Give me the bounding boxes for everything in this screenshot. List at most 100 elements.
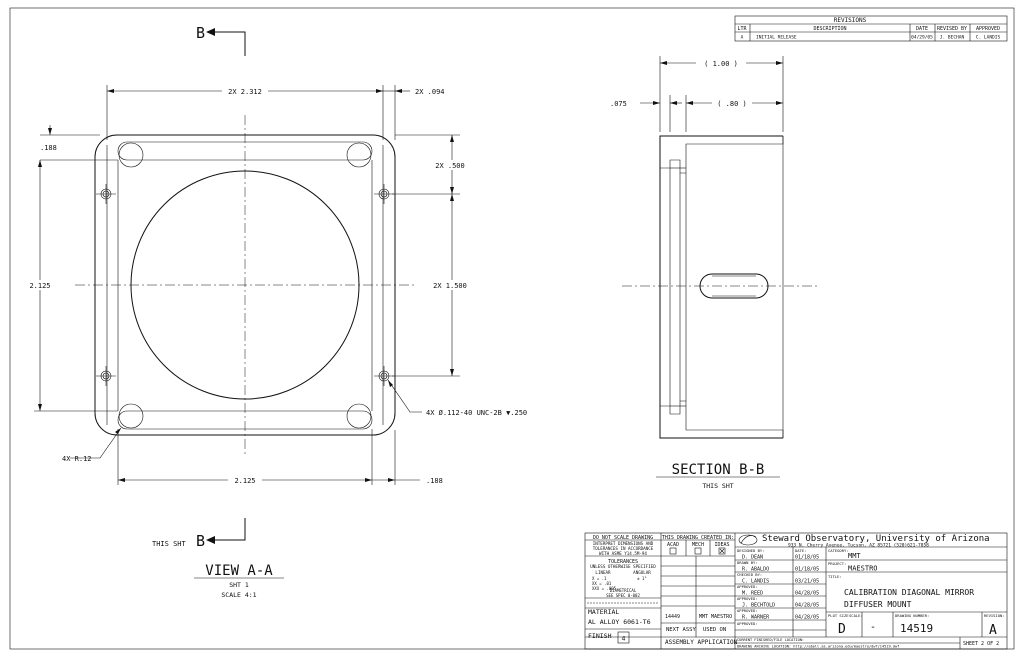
section-marker-bottom-prefix: THIS SHT	[152, 540, 187, 548]
signoff-approved-1-name: M. REED	[742, 591, 763, 597]
section-marker-bottom: THIS SHT B	[152, 518, 246, 550]
note-tol-xxx: XXX = .005	[592, 586, 617, 591]
note-interpret-3: WITH ASME Y14.5M-94	[599, 551, 647, 556]
view-a-a-title: VIEW A-A	[205, 563, 273, 579]
radius-callout: 4X R.12	[62, 455, 92, 463]
bottom-hatched-section	[659, 400, 784, 439]
section-marker-top-letter: B	[196, 24, 205, 42]
dim-lip-094: 2X .094	[415, 88, 445, 96]
material-label: MATERIAL	[588, 608, 619, 616]
assembly-application-label: ASSEMBLY APPLICATION	[665, 639, 738, 646]
finish-label: FINISH	[588, 632, 612, 640]
rev-row-date: 04/29/05	[911, 35, 933, 41]
signoff-approved-2-date: 04/28/05	[795, 603, 819, 609]
created-in-label: THIS DRAWING CREATED IN:	[662, 535, 734, 541]
revision-value: A	[989, 623, 997, 638]
note-interpret-1: INTERPRET DIMENSIONS AND	[593, 541, 654, 546]
category-label: CATEGORY:	[828, 548, 849, 553]
plot-size-value: D	[838, 622, 846, 637]
archive-location: DRAWING ARCHIVE LOCATION: http://abell.a…	[737, 645, 899, 649]
revision-label: REVISION:	[984, 613, 1005, 618]
drawing-number-value: 14519	[900, 622, 933, 635]
finish-value: 4	[622, 635, 626, 643]
section-marker-bottom-letter: B	[196, 532, 205, 550]
revisions-title: REVISIONS	[834, 17, 867, 24]
current-location-label: CURRENT FINISHED/FILE LOCATION:	[737, 638, 804, 642]
category-value: MMT	[848, 552, 861, 560]
signoff-approved-2-name: J. BECHTOLD	[742, 603, 775, 609]
title-block: DO NOT SCALE DRAWING INTERPRET DIMENSION…	[584, 532, 1008, 650]
signoff-approved-3-date: 04/28/05	[795, 615, 819, 621]
project-value: MAESTRO	[848, 565, 878, 573]
rev-header-description: DESCRIPTION	[813, 26, 846, 32]
sheet-border	[9, 7, 1015, 650]
signoff-approved-1-date: 04/28/05	[795, 591, 819, 597]
dim-lip-075: .075	[610, 100, 627, 108]
rev-header-date: DATE	[916, 26, 928, 32]
dim-inner-080: ( .80 )	[717, 100, 747, 108]
dim-hole-500: 2X .500	[435, 162, 465, 170]
note-diametrical: DIAMETRICAL	[610, 588, 637, 593]
rev-header-approved: APPROVED	[976, 26, 1000, 32]
signoff-drawn-name: R. ABALDO	[742, 567, 769, 573]
sw-mech: MECH	[692, 542, 704, 548]
sw-ideas: IDEAS	[714, 542, 729, 548]
next-assy-name: MMT MAESTRO	[699, 614, 732, 620]
note-linear: LINEAR	[595, 570, 611, 575]
dim-bottom-right-188: .188	[426, 477, 443, 485]
plot-size-label: PLOT SIZE	[828, 613, 849, 618]
hole-callout: 4X Ø.112-40 UNC-2B ▼.250	[426, 409, 527, 417]
view-a-a: 2X 2.312 2X .094 .188 2.125 2X .500	[28, 85, 527, 599]
finish-box	[617, 631, 630, 644]
note-tol-angular: ± 1°	[637, 576, 647, 581]
signoff-checked-role: CHECKED BY:	[737, 572, 762, 577]
checkbox-ideas	[718, 547, 726, 555]
signoff-approved-4-role: APPROVED:	[737, 621, 758, 626]
view-a-a-scale: SCALE 4:1	[221, 591, 256, 599]
used-on-label: USED ON	[703, 627, 726, 633]
section-b-b-subtitle: THIS SHT	[702, 482, 733, 490]
section-b-b-title: SECTION B-B	[672, 462, 765, 478]
sw-acad: ACAD	[667, 542, 679, 548]
section-b-b: ( 1.00 ) .075 ( .80 ) SECTION B-B THIS S…	[610, 56, 820, 490]
dim-bottom-width-2125: 2.125	[234, 477, 255, 485]
signoff-drawn-role: DRAWN BY:	[737, 560, 758, 565]
dim-width-2312: 2X 2.312	[228, 88, 262, 96]
rev-row-approved: C. LANDIS	[976, 35, 1001, 41]
next-assy-label: NEXT ASSY	[666, 627, 696, 633]
rev-row-ltr: A	[741, 35, 744, 41]
rev-row-revised-by: J. BECHAN	[940, 35, 965, 41]
scale-label: SCALE:	[849, 613, 863, 618]
note-tol-x: X = .1	[592, 576, 607, 581]
rev-header-ltr: LTR	[737, 26, 747, 32]
note-interpret-2: TOLERANCES IN ACCORDANCE	[593, 546, 654, 551]
note-unless: UNLESS OTHERWISE SPECIFIED	[590, 564, 656, 569]
note-do-not-scale: DO NOT SCALE DRAWING	[593, 535, 653, 541]
dim-overall-100: ( 1.00 )	[704, 60, 738, 68]
observatory-name: Steward Observatory, University of Arizo…	[762, 534, 990, 544]
rev-header-revised-by: REVISED BY	[937, 26, 967, 32]
note-see-spec: SEE SPEC 0-002	[606, 593, 640, 598]
title-label: TITLE:	[828, 574, 842, 579]
signoff-checked-date: 03/21/05	[795, 579, 819, 585]
scale-value: -	[870, 622, 876, 633]
signoff-checked-name: C. LANDIS	[742, 579, 769, 585]
drawing-number-label: DRAWING NUMBER:	[895, 613, 929, 618]
signoff-drawn-date: 01/18/05	[795, 567, 819, 573]
signoff-approved-2-role: APPROVED:	[737, 596, 758, 601]
drawing-title-line-1: CALIBRATION DIAGONAL MIRROR	[844, 588, 974, 597]
note-angular: ANGULAR	[633, 570, 651, 575]
revisions-table: REVISIONS LTR DESCRIPTION DATE REVISED B…	[734, 15, 1008, 42]
sheet-number: SHEET 2 OF 2	[963, 641, 999, 647]
next-assy-number: 14449	[665, 614, 680, 620]
signoff-approved-3-name: R. WARNER	[742, 615, 770, 621]
section-marker-top: B	[196, 24, 246, 56]
note-tolerances: TOLERANCES	[608, 559, 638, 565]
signoff-date-label: DATE:	[795, 548, 806, 553]
signoff-designed-date: 01/18/05	[795, 555, 819, 561]
drawing-title-line-2: DIFFUSER MOUNT	[844, 600, 912, 609]
dim-height-2125: 2.125	[29, 282, 50, 290]
checkbox-acad	[669, 547, 677, 555]
signoff-approved-1-role: APPROVED:	[737, 584, 758, 589]
